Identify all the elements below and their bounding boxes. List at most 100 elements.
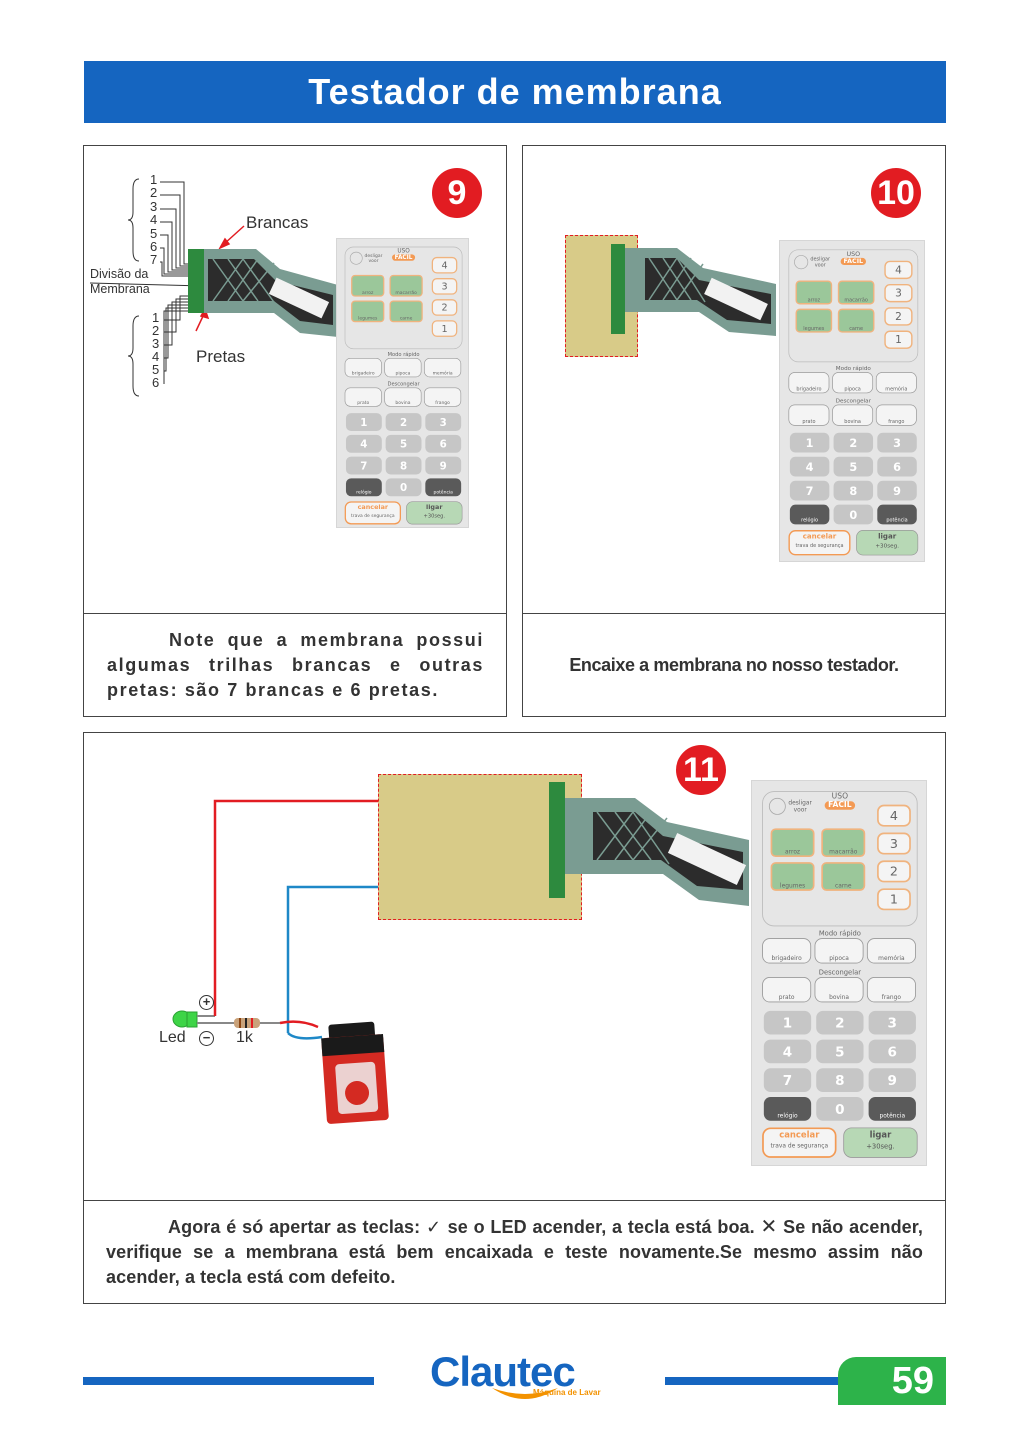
trace-number: 4 — [152, 349, 160, 364]
quick-key: 1 — [877, 888, 911, 911]
descongelar-label: Descongelar — [818, 968, 862, 977]
ligar-sub-label: +30seg. — [875, 542, 900, 550]
digit-key: 2 — [833, 432, 874, 453]
ligar-sub-label: +30seg. — [423, 512, 446, 519]
trava-label: trava de segurança — [795, 542, 844, 549]
black-trace-numbers: 1 2 3 4 5 6 — [152, 311, 159, 389]
desc-item-label: frango — [888, 418, 905, 425]
cancelar-label: cancelar — [802, 532, 837, 541]
cancelar-key — [762, 1127, 837, 1158]
desligar-label: desligar voor — [810, 256, 831, 268]
modo-key — [344, 358, 382, 378]
desc-item-label: frango — [435, 400, 450, 406]
footer-line-right — [665, 1377, 855, 1385]
food-label: arroz — [807, 297, 821, 304]
trace-number: 3 — [150, 198, 158, 214]
modo-key — [788, 372, 830, 394]
digit-key — [425, 478, 462, 497]
food-key — [389, 300, 423, 323]
modo-key — [866, 938, 916, 964]
desc-key — [866, 977, 916, 1003]
brand-part-2: tec — [517, 1348, 576, 1395]
desc-key — [814, 977, 864, 1003]
food-key — [821, 862, 866, 891]
quick-key: 2 — [884, 307, 913, 326]
cancelar-label: cancelar — [357, 503, 389, 511]
desc-item-label: prato — [778, 993, 795, 1001]
digit-key — [868, 1097, 916, 1121]
digit-key: 1 — [763, 1010, 812, 1035]
modo-item-label: pipoca — [844, 386, 861, 392]
modo-item-label: brigadeiro — [796, 386, 822, 392]
modo-item-label: brigadeiro — [351, 370, 375, 376]
descongelar-label: Descongelar — [835, 397, 871, 404]
quick-key: 3 — [431, 278, 458, 295]
food-key — [351, 274, 385, 297]
quick-key: 2 — [431, 299, 458, 316]
desc-item-label: bovina — [829, 993, 849, 1001]
digit-key — [877, 504, 917, 525]
quick-key: 3 — [884, 284, 913, 303]
modo-rapido-label: Modo rápido — [387, 351, 420, 358]
digit-key: 8 — [833, 480, 874, 501]
desc-key — [762, 977, 812, 1003]
digit-key: 0 — [833, 504, 874, 525]
digit-key: 0 — [385, 478, 422, 497]
facil-label: FÁCIL — [824, 801, 856, 810]
digit-key: 8 — [385, 456, 422, 475]
caption-text-9: Note que a membrana possui algumas trilh… — [107, 629, 484, 700]
modo-key — [424, 358, 462, 378]
digit-key: 9 — [877, 480, 917, 501]
food-key — [837, 308, 875, 333]
modo-key — [762, 938, 812, 964]
bulb-icon — [794, 255, 809, 270]
digit-key: 2 — [385, 413, 422, 431]
modo-key — [875, 372, 917, 394]
desligar-label: desligar voor — [364, 253, 383, 264]
food-key — [795, 308, 833, 333]
digit-key: 6 — [877, 456, 917, 477]
caption-text-10: Encaixe a membrana no nosso testador. — [569, 654, 899, 675]
label-brancas: Brancas — [246, 213, 309, 232]
keypad-top-frame — [788, 249, 919, 363]
keypad-top-frame — [762, 791, 918, 927]
footer-line-left — [83, 1377, 374, 1385]
modo-rapido-label: Modo rápido — [818, 929, 861, 938]
cancelar-label: cancelar — [779, 1130, 820, 1141]
page-title-banner: Testador de membrana — [84, 61, 946, 123]
descongelar-label: Descongelar — [387, 381, 420, 387]
food-label: arroz — [785, 848, 801, 856]
resistor-label: 1k — [236, 1029, 253, 1046]
desc-key — [832, 404, 874, 426]
ligar-label: ligar — [878, 532, 897, 541]
modo-item-label: memória — [878, 955, 905, 962]
food-label: macarrão — [844, 297, 868, 304]
clautec-logo: Clautec Máquina de Lavar — [430, 1350, 620, 1408]
modo-rapido-label: Modo rápido — [835, 365, 871, 372]
bulb-icon — [349, 251, 363, 265]
membrane-ribbon — [188, 249, 338, 337]
quick-key: 3 — [877, 832, 911, 855]
trace-number: 5 — [152, 362, 160, 377]
potencia-label: potência — [433, 489, 453, 495]
led-minus-symbol: − — [199, 1031, 214, 1046]
food-key — [770, 828, 815, 858]
desc-item-label: bovina — [844, 418, 861, 425]
cancelar-key — [788, 530, 851, 556]
check-icon: ✓ — [426, 1217, 442, 1238]
uso-label: USO — [397, 247, 410, 255]
desc-item-label: prato — [802, 418, 816, 425]
digit-key: 4 — [345, 434, 382, 453]
trace-number: 5 — [150, 225, 158, 241]
ligar-label: ligar — [869, 1130, 892, 1141]
modo-key — [814, 938, 864, 964]
membrane-ribbon — [549, 782, 749, 906]
bulb-icon — [768, 797, 786, 815]
desc-key — [875, 404, 917, 426]
digit-key: 2 — [816, 1010, 864, 1035]
digit-key: 9 — [868, 1068, 916, 1092]
digit-key — [763, 1097, 812, 1121]
cross-icon: ✕ — [760, 1214, 778, 1238]
desc-key — [424, 387, 462, 407]
